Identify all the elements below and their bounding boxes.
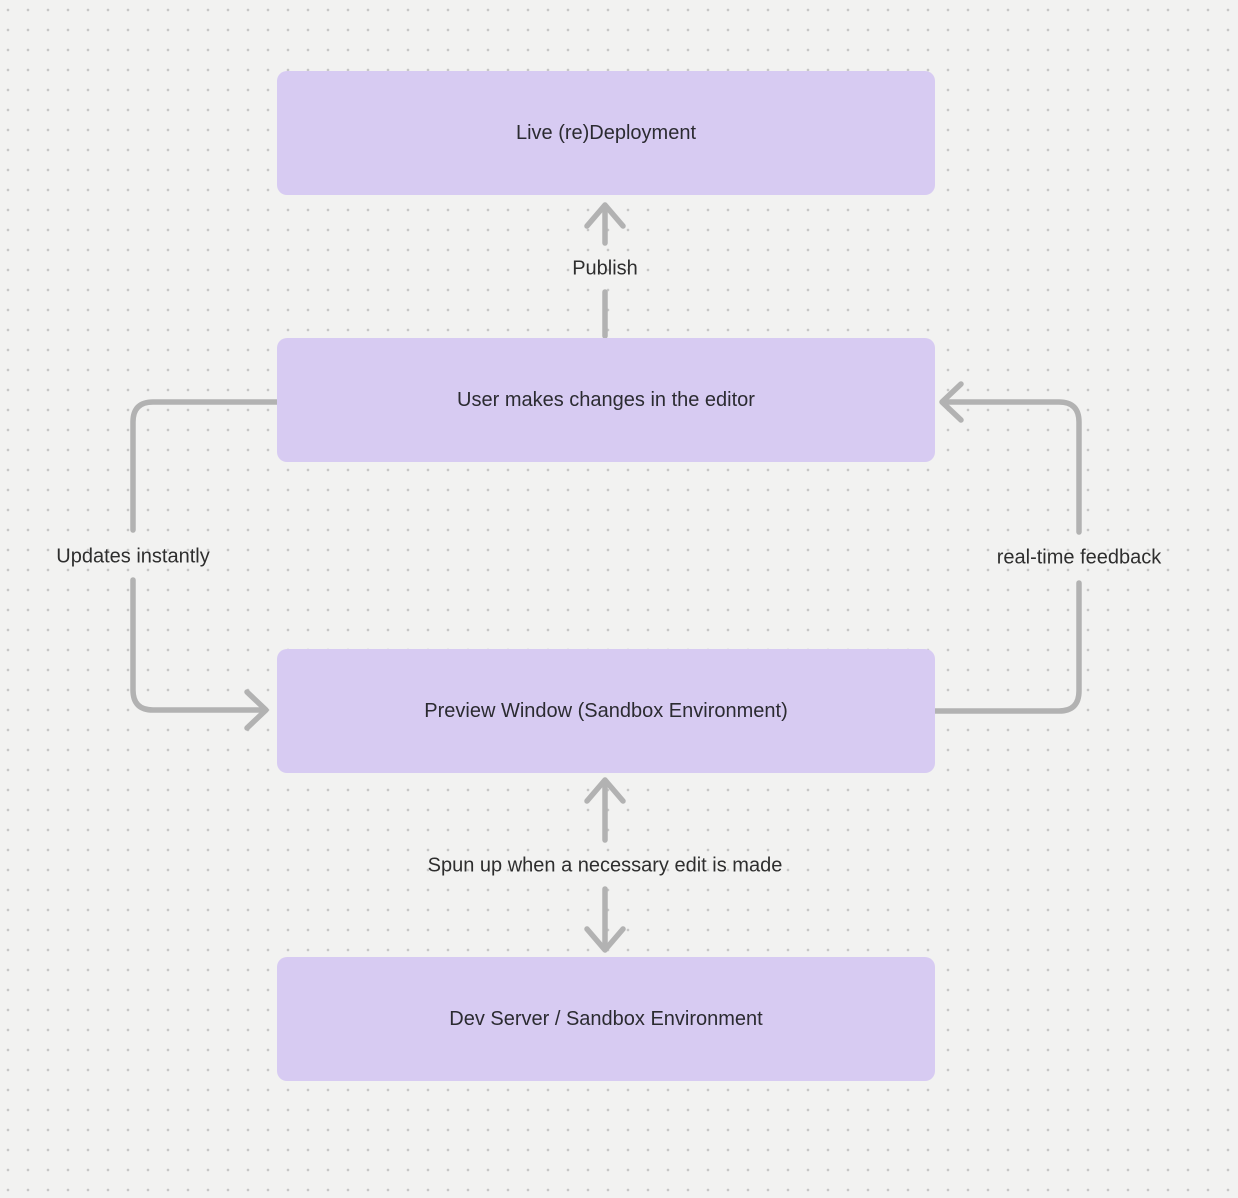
edge-label-real-time-feedback: real-time feedback — [996, 546, 1162, 569]
edge-label-publish: Publish — [572, 257, 638, 280]
node-preview-window[interactable]: Preview Window (Sandbox Environment) — [277, 649, 935, 773]
node-user-editor-changes[interactable]: User makes changes in the editor — [277, 338, 935, 462]
edge-label-updates-instantly: Updates instantly — [56, 545, 210, 568]
node-live-redeployment[interactable]: Live (re)Deployment — [277, 71, 935, 195]
node-dev-server[interactable]: Dev Server / Sandbox Environment — [277, 957, 935, 1081]
edge-label-spun-up: Spun up when a necessary edit is made — [427, 854, 783, 877]
